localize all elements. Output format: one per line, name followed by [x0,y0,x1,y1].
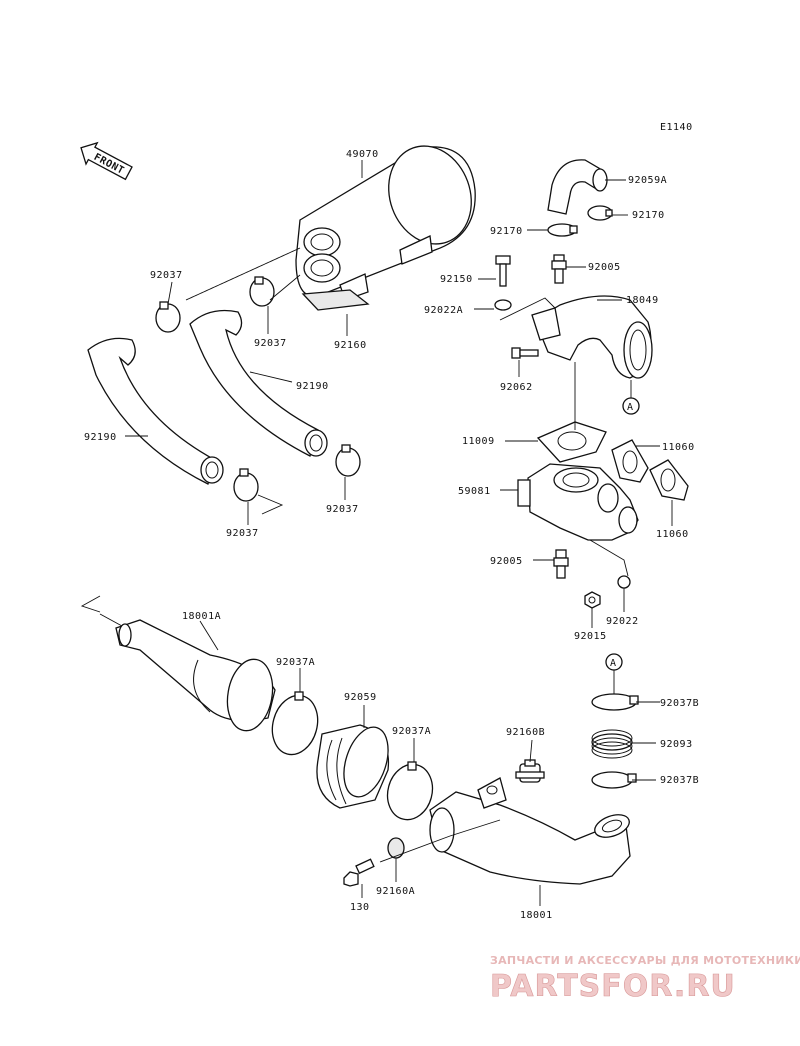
leader-lines [80,160,673,906]
clamp-92037a-lower [386,761,434,821]
label-49070: 49070 [346,149,379,160]
label-92190-right: 92190 [296,381,329,392]
label-92037a-upper: 92037A [276,657,315,668]
exhaust-pipe-18001 [429,777,631,885]
bolt-92062 [511,347,539,359]
label-92037-a: 92037 [150,270,183,281]
nipple-92005-bottom [553,549,569,579]
label-92093: 92093 [660,739,693,750]
rubber-pad-92160 [301,289,370,311]
label-92005-bottom: 92005 [490,556,523,567]
label-18001: 18001 [520,910,553,921]
label-92160a: 92160A [376,886,415,897]
reference-mark-label: A [610,658,617,669]
exhaust-manifold-59081 [517,463,639,541]
clamp-92037a-upper [271,691,319,756]
label-92022: 92022 [606,616,639,627]
label-92037-b: 92037 [254,338,287,349]
label-92150: 92150 [440,274,473,285]
label-92190-left: 92190 [84,432,117,443]
label-11009: 11009 [462,436,495,447]
clamp-92037-a [155,301,181,333]
reference-mark-a-upper: A [622,397,640,415]
nut-92015 [584,591,601,609]
label-59081: 59081 [458,486,491,497]
label-92160b: 92160B [506,727,545,738]
diagram-code: E1140 [660,122,693,133]
exhaust-pipe-18049 [531,295,653,379]
hose-92190-right [189,309,328,457]
clamp-92037-d [233,468,259,502]
gasket-11009 [536,421,607,463]
clamp-92037b-lower [591,771,637,789]
label-130: 130 [350,902,370,913]
reference-mark-a-lower: A [605,653,623,671]
label-18001a: 18001A [182,611,221,622]
clamp-92037-b [249,276,275,307]
hose-92190-left [87,337,224,485]
label-92037-d: 92037 [226,528,259,539]
nipple-92005-top [551,254,567,284]
label-11060-lower: 11060 [656,529,689,540]
damper-92160a [387,837,405,859]
label-92022a: 92022A [424,305,463,316]
label-92160: 92160 [334,340,367,351]
gasket-11060-upper [611,439,649,483]
hose-clamp-92170-right [587,205,613,221]
label-92059: 92059 [344,692,377,703]
bellows-92093 [591,729,633,759]
label-92170-left: 92170 [490,226,523,237]
label-92170-right: 92170 [632,210,665,221]
front-direction-arrow: FRONT [80,141,133,181]
elbow-hose-92059a [547,159,608,215]
label-92015: 92015 [574,631,607,642]
label-92037-c: 92037 [326,504,359,515]
reference-mark-label: A [627,402,634,413]
bolt-130 [343,858,375,887]
label-92037a-lower: 92037A [392,726,431,737]
hose-clamp-92170-left [547,223,578,237]
bolt-92150 [495,255,511,287]
washer-92022 [617,575,631,589]
watermark-logo: PARTSFOR.RU [490,969,736,1004]
label-92059a: 92059A [628,175,667,186]
watermark-tagline: ЗАПЧАСТИ И АКСЕССУАРЫ ДЛЯ МОТОТЕХНИКИ [490,954,800,967]
label-92005-top: 92005 [588,262,621,273]
clamp-92037b-upper [591,693,639,711]
washer-92022a [494,299,512,311]
rubber-mount-92160b [515,759,545,783]
label-11060-upper: 11060 [662,442,695,453]
part-labels: 49070 92059A 92170 92170 92150 92005 920… [84,149,699,921]
expansion-chamber-18001a [115,619,276,732]
label-92037b-lower: 92037B [660,775,699,786]
rubber-coupler-92059 [316,724,390,809]
label-18049: 18049 [626,295,659,306]
watermark: ЗАПЧАСТИ И АКСЕССУАРЫ ДЛЯ МОТОТЕХНИКИ PA… [490,954,800,1004]
gasket-11060-lower [649,459,689,501]
label-92037b-upper: 92037B [660,698,699,709]
label-92062: 92062 [500,382,533,393]
clamp-92037-c [335,444,361,477]
